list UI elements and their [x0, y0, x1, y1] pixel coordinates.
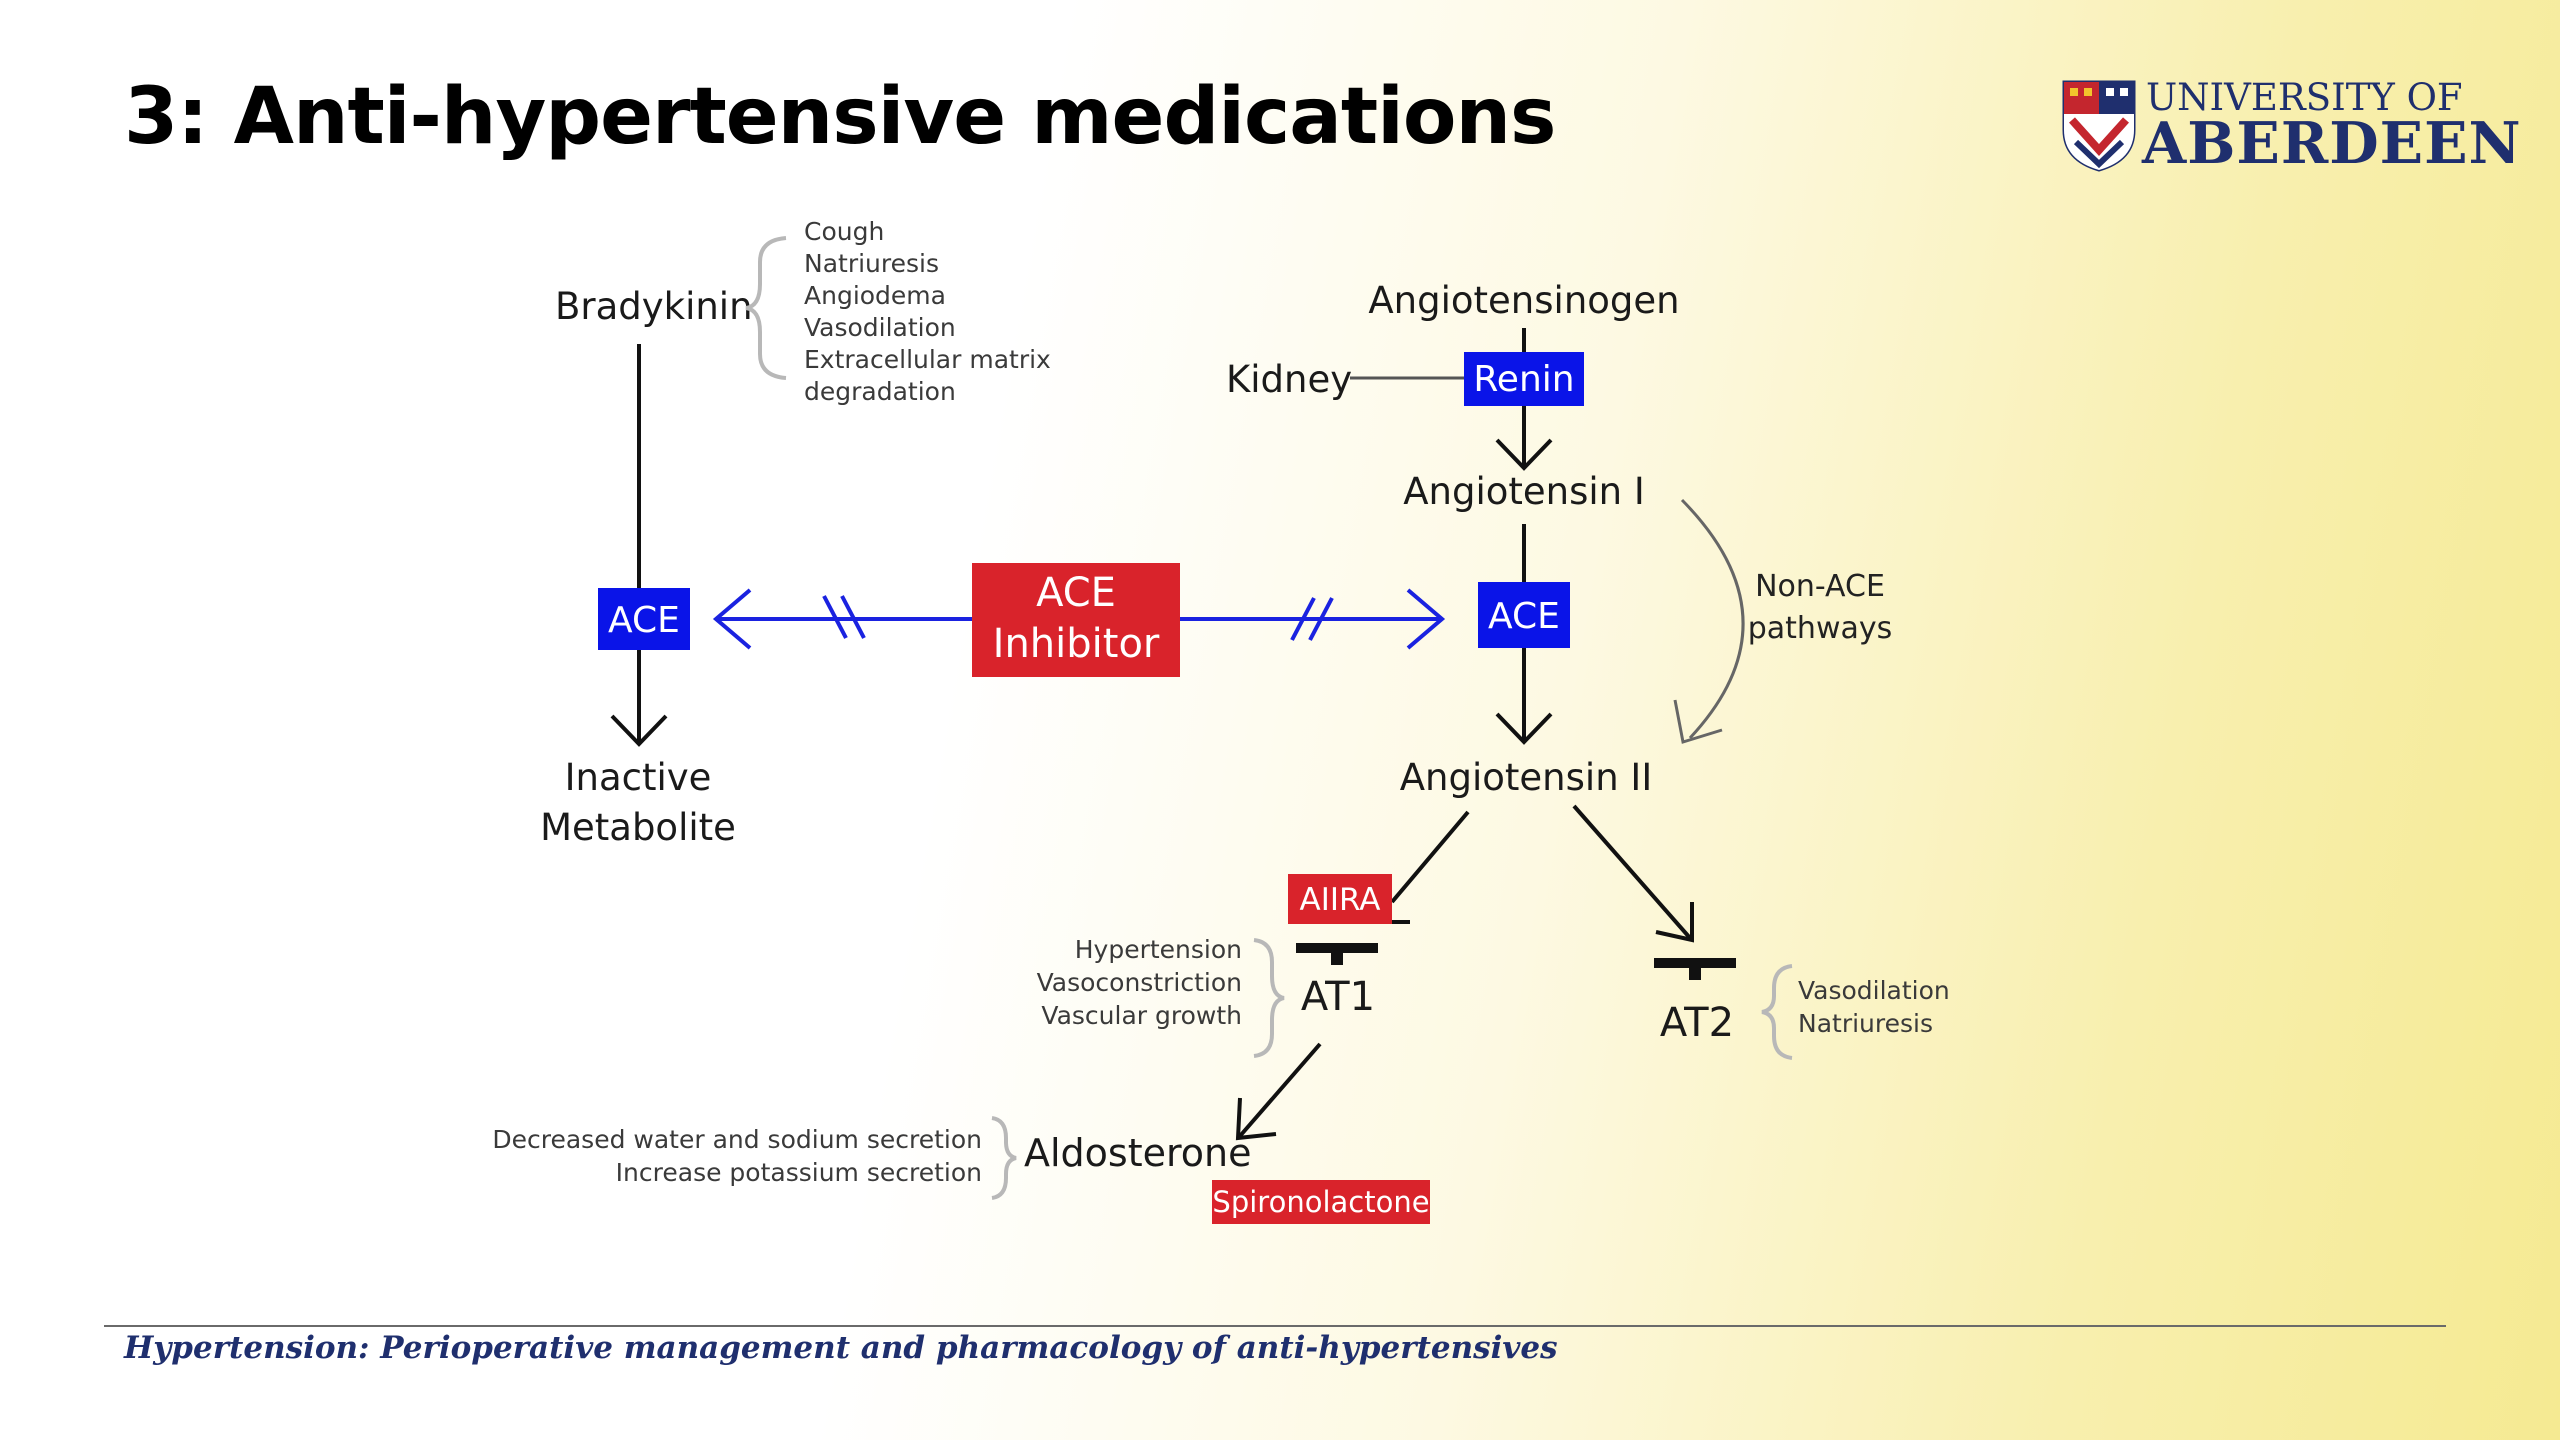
aldosterone-label: Aldosterone — [1024, 1131, 1252, 1175]
footer-text: Hypertension: Perioperative management a… — [124, 1330, 1558, 1366]
ace-left-label: ACE — [608, 600, 680, 641]
bradykinin-effect: Angiodema — [804, 281, 946, 310]
ace-left-box — [598, 588, 690, 650]
at1-receptor-stem-icon — [1331, 943, 1343, 965]
ace-inhibitor-box — [972, 563, 1180, 677]
spironolactone-box — [1212, 1180, 1430, 1224]
at1-to-aldosterone-line — [1238, 1042, 1322, 1138]
blue-arrowhead-right-icon — [1406, 588, 1446, 650]
crest-icon — [2062, 80, 2136, 172]
blocked-mark-left — [840, 595, 866, 639]
at1-effects-brace — [1253, 938, 1285, 1058]
ang2-to-at2-line — [1572, 804, 1692, 940]
spironolactone-label: Spironolactone — [1212, 1185, 1429, 1219]
non-ace-line1: Non-ACE — [1755, 569, 1885, 604]
arrowhead-icon — [1655, 902, 1694, 943]
non-ace-line2: pathways — [1748, 611, 1893, 646]
angiotensinogen-label: Angiotensinogen — [1368, 279, 1679, 322]
at1-label: AT1 — [1301, 974, 1375, 1020]
arrowhead-icon — [1495, 438, 1553, 471]
at2-label: AT2 — [1660, 1000, 1734, 1046]
at2-receptor-stem-icon — [1689, 958, 1701, 980]
ace-right-box — [1478, 582, 1570, 648]
logo-line2: ABERDEEN — [2142, 110, 2522, 177]
aiira-box — [1288, 874, 1392, 924]
logo-line1: UNIVERSITY OF — [2146, 76, 2463, 119]
slide-title: 3: Anti-hypertensive medications — [124, 72, 1556, 162]
non-ace-curved-arrow — [1680, 498, 1745, 740]
inactive-metabolite-line2: Metabolite — [540, 806, 736, 849]
aldosterone-effect: Increase potassium secretion — [616, 1158, 982, 1187]
renin-label: Renin — [1473, 359, 1574, 400]
bradykinin-effect: degradation — [804, 377, 956, 406]
at1-effect: Vasoconstriction — [1037, 968, 1242, 997]
blue-arrowhead-left-icon — [712, 588, 752, 650]
bradykinin-effect: Vasodilation — [804, 313, 956, 342]
at2-effect: Vasodilation — [1798, 976, 1950, 1005]
bradykinin-effect: Cough — [804, 217, 884, 246]
ace-right-label: ACE — [1488, 596, 1560, 637]
at1-effect: Hypertension — [1075, 935, 1242, 964]
bradykinin-label: Bradykinin — [555, 285, 753, 328]
kidney-label: Kidney — [1226, 358, 1352, 401]
university-logo: UNIVERSITY OF ABERDEEN — [2062, 76, 2521, 177]
blocked-mark-left — [822, 595, 848, 639]
renin-box — [1464, 352, 1584, 406]
arrowhead-icon — [1495, 712, 1553, 745]
inactive-metabolite-line1: Inactive — [565, 756, 712, 799]
footer-divider — [104, 1325, 2446, 1327]
at2-effect: Natriuresis — [1798, 1009, 1933, 1038]
bradykinin-effect: Natriuresis — [804, 249, 939, 278]
arrowhead-icon — [1235, 1097, 1277, 1141]
aldosterone-effect: Decreased water and sodium secretion — [492, 1125, 982, 1154]
arrowhead-icon — [610, 714, 668, 747]
bradykinin-brace — [745, 236, 787, 380]
blocked-mark-right — [1308, 597, 1334, 641]
aldosterone-effects-brace — [991, 1116, 1017, 1200]
ang2-to-at1-line — [1390, 810, 1470, 904]
angiotensin-1-label: Angiotensin I — [1403, 470, 1645, 513]
aiira-label: AIIRA — [1300, 882, 1381, 918]
at1-effect: Vascular growth — [1041, 1001, 1242, 1030]
bradykinin-effect: Extracellular matrix — [804, 345, 1051, 374]
blocked-mark-right — [1290, 597, 1316, 641]
at2-effects-brace — [1761, 964, 1793, 1060]
angiotensin-2-label: Angiotensin II — [1400, 756, 1652, 799]
ace-inhibitor-line1: ACE — [1036, 570, 1116, 616]
curved-arrowhead-icon — [1673, 699, 1723, 744]
ace-inhibitor-line2: Inhibitor — [993, 621, 1160, 667]
